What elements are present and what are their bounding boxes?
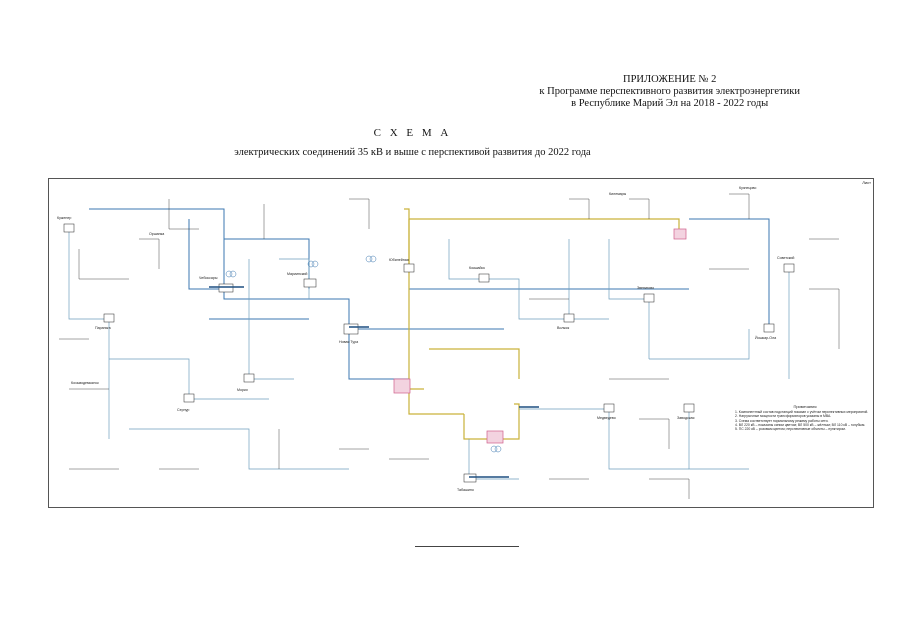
- substation-label: Параньга: [95, 326, 111, 330]
- substation-label: Новая Тура: [339, 340, 358, 344]
- note-item: 2. Нагрузочные мощности трансформаторов …: [735, 414, 832, 419]
- scheme-frame: Лист: [48, 178, 874, 508]
- substation-label: Заводская: [677, 416, 695, 420]
- note-item: 5. ПС 220 кВ – розовым цветом; перспекти…: [735, 427, 846, 432]
- scheme-subtitle: электрических соединений 35 кВ и выше с …: [234, 147, 591, 158]
- substation-label: Куженер: [57, 216, 71, 220]
- appendix-header: ПРИЛОЖЕНИЕ № 2 к Программе перспективног…: [539, 74, 800, 110]
- appendix-ref-line1: к Программе перспективного развития элек…: [539, 86, 800, 97]
- note-item: 4. ВЛ 220 кВ – показаны синим цветом; ВЛ…: [735, 422, 866, 427]
- substation-label: Йошкар-Ола: [755, 336, 776, 340]
- substation-220-symbols: [393, 228, 687, 444]
- substation-label: Сернур: [177, 408, 189, 412]
- lines-500kv: [404, 208, 680, 440]
- substation-label: Оршанка: [149, 232, 164, 236]
- notes-block: Примечания 1. Компонентный состав подста…: [735, 404, 875, 432]
- substation-label: Юбилейная: [389, 258, 409, 262]
- lines-110kv: [68, 229, 790, 480]
- substation-label: Козьмодемьянск: [71, 381, 99, 385]
- notes-heading: Примечания: [793, 404, 817, 409]
- substation-label: Килемары: [609, 192, 627, 196]
- substation-label: Советский: [777, 256, 794, 260]
- scheme-title: С Х Е М А: [373, 127, 452, 139]
- busbars: [209, 286, 539, 478]
- substation-label: Мариинский: [287, 272, 307, 276]
- substation-label: Звенигово: [637, 286, 654, 290]
- substation-label: Чебоксары: [199, 276, 218, 280]
- substation-label: Табашино: [457, 488, 474, 492]
- substation-label: Волжск: [557, 326, 570, 330]
- transformer-symbols: [225, 255, 502, 453]
- substation-label: Кузнецово: [739, 186, 756, 190]
- lines-220kv: [89, 208, 770, 380]
- substation-symbols: [63, 223, 795, 483]
- substation-label: Медведево: [597, 416, 616, 420]
- lines-35kv: [59, 193, 840, 499]
- appendix-ref-line2: в Республике Марий Эл на 2018 - 2022 год…: [571, 98, 769, 109]
- sheet-corner-label: Лист: [862, 180, 871, 185]
- substation-label: Морки: [237, 388, 248, 392]
- note-item: 1. Компонентный состав подстанций показа…: [735, 410, 869, 415]
- bottom-rule: [415, 546, 519, 547]
- appendix-number: ПРИЛОЖЕНИЕ № 2: [623, 74, 717, 85]
- substation-label: Кокшайск: [469, 266, 485, 270]
- note-item: 3. Схема соответствует нормальному режим…: [735, 418, 829, 423]
